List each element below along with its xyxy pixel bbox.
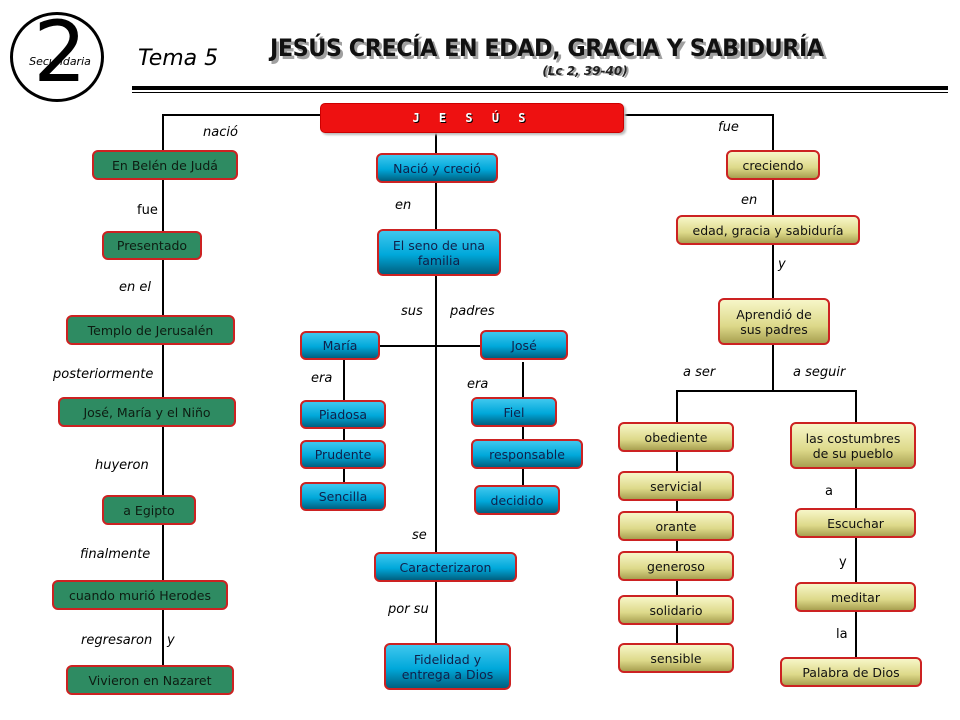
- node-decidido: decidido: [474, 485, 560, 515]
- link-label: la: [836, 627, 848, 642]
- node-presentado: Presentado: [102, 231, 202, 260]
- link-label: fue: [718, 120, 739, 135]
- link-label: por su: [388, 602, 429, 617]
- node-nacio-crecio: Nació y creció: [376, 153, 498, 183]
- link-label: se: [412, 528, 427, 543]
- link-label: en el: [119, 280, 151, 295]
- bible-reference: (Lc 2, 39-40): [542, 64, 628, 78]
- node-fidelidad: Fidelidad y entrega a Dios: [384, 643, 511, 690]
- link-label: en: [395, 198, 412, 213]
- link-label: a seguir: [793, 365, 846, 380]
- connector-left-spine: [162, 114, 164, 674]
- node-palabra-dios: Palabra de Dios: [780, 657, 922, 687]
- link-label: finalmente: [80, 547, 151, 562]
- node-seno-familia: El seno de una familia: [377, 229, 501, 276]
- header-rule: [132, 86, 948, 90]
- connector-right-split: [676, 390, 856, 392]
- link-label: posteriormente: [53, 367, 154, 382]
- node-aprendio: Aprendió de sus padres: [718, 298, 830, 345]
- node-servicial: servicial: [618, 471, 734, 501]
- node-templo: Templo de Jerusalén: [66, 315, 235, 345]
- connector-right-spine: [772, 114, 774, 392]
- node-belen: En Belén de Judá: [92, 150, 238, 180]
- node-orante: orante: [618, 511, 734, 541]
- node-jose: José: [480, 330, 568, 360]
- node-creciendo: creciendo: [726, 150, 820, 180]
- link-label: regresaron: [81, 633, 153, 648]
- node-nazaret: Vivieron en Nazaret: [66, 665, 234, 695]
- link-label: y: [167, 633, 175, 648]
- connector-jose-spine: [522, 362, 524, 492]
- node-obediente: obediente: [618, 422, 734, 452]
- root-node-jesus: J E S Ú S: [320, 103, 624, 133]
- link-label: y: [778, 257, 786, 272]
- node-escuchar: Escuchar: [795, 508, 916, 538]
- node-costumbres: las costumbres de su pueblo: [790, 422, 916, 469]
- link-label: nació: [203, 125, 238, 140]
- link-label: a ser: [683, 365, 716, 380]
- link-label: y: [839, 555, 847, 570]
- link-label: en: [741, 193, 758, 208]
- page-title: JESÚS CRECÍA EN EDAD, GRACIA Y SABIDURÍA: [270, 34, 824, 62]
- connector-parents: [380, 345, 482, 347]
- node-meditar: meditar: [795, 582, 916, 612]
- logo-circle: [10, 12, 104, 102]
- node-caracterizaron: Caracterizaron: [374, 552, 517, 582]
- node-herodes: cuando murió Herodes: [52, 580, 228, 610]
- connector-center-spine: [435, 130, 437, 650]
- link-label: fue: [137, 203, 158, 218]
- link-label: era: [311, 371, 333, 386]
- topic-label: Tema 5: [138, 46, 219, 71]
- header-rule-thin: [132, 92, 948, 93]
- logo-caption: Secundaria: [29, 55, 91, 68]
- link-label: padres: [450, 304, 495, 319]
- node-edad-gracia: edad, gracia y sabiduría: [676, 215, 860, 245]
- node-piadosa: Piadosa: [300, 400, 386, 429]
- node-maria: María: [300, 331, 380, 360]
- link-label: a: [825, 484, 833, 499]
- node-prudente: Prudente: [300, 440, 386, 469]
- node-sensible: sensible: [618, 643, 734, 673]
- node-fiel: Fiel: [471, 397, 557, 427]
- node-solidario: solidario: [618, 595, 734, 625]
- link-label: sus: [401, 304, 423, 319]
- node-generoso: generoso: [618, 551, 734, 581]
- link-label: huyeron: [95, 458, 149, 473]
- link-label: era: [467, 377, 489, 392]
- node-responsable: responsable: [471, 439, 583, 469]
- node-jose-maria-nino: José, María y el Niño: [58, 397, 236, 427]
- logo-number: 2: [33, 3, 87, 101]
- node-egipto: a Egipto: [102, 495, 196, 525]
- node-sencilla: Sencilla: [300, 482, 386, 511]
